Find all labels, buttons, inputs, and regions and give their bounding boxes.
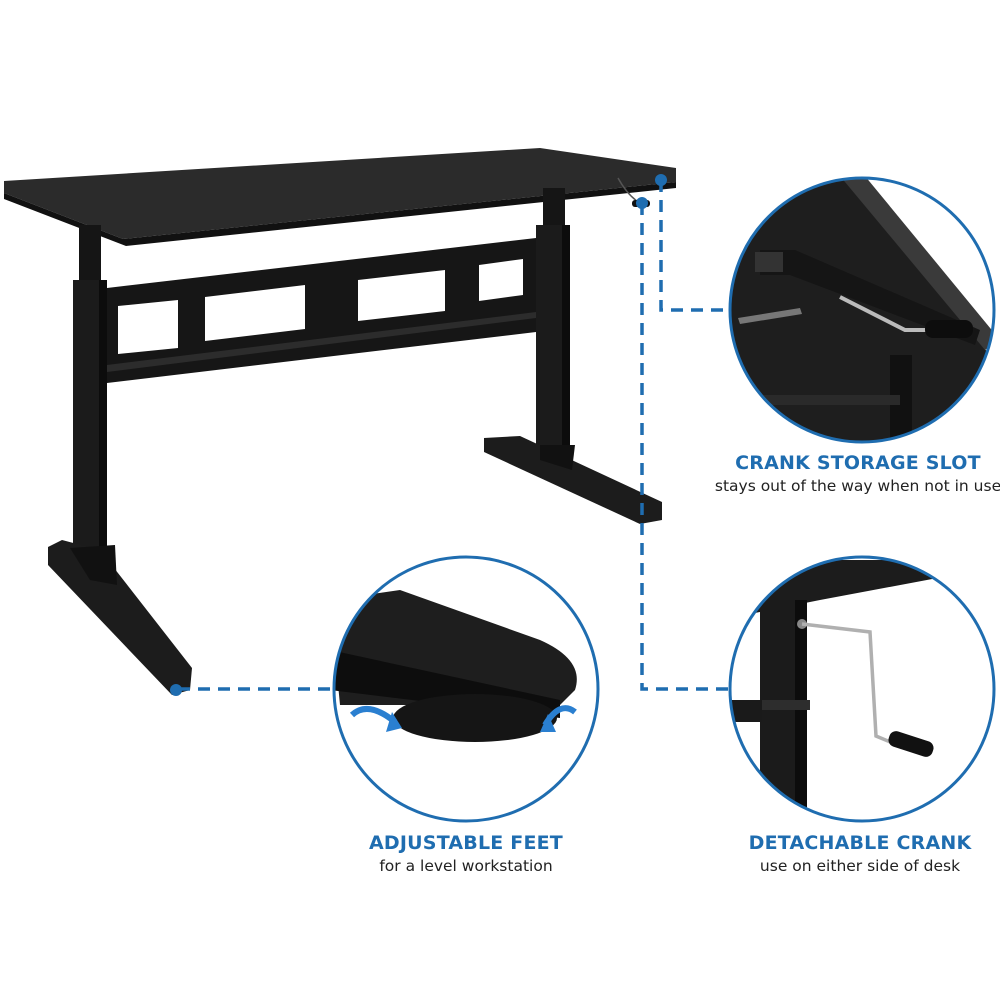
callout-subtitle: use on either side of desk [759,857,961,875]
leader-lines [178,180,730,691]
callout-adjustable-feet: ADJUSTABLE FEET for a level workstation [316,831,616,877]
callout-subtitle: stays out of the way when not in use [714,477,1000,495]
adjustable-feet-detail [332,555,600,823]
leader-dots [170,174,667,696]
callout-detachable-crank: DETACHABLE CRANK use on either side of d… [710,831,1000,877]
callout-title: CRANK STORAGE SLOT [735,452,981,474]
desk-image [4,148,676,695]
crank-storage-detail [728,176,996,444]
callout-subtitle: for a level workstation [379,857,553,875]
detachable-crank-detail [728,555,996,823]
callout-title: ADJUSTABLE FEET [369,832,563,854]
callout-crank-storage: CRANK STORAGE SLOT stays out of the way … [700,451,1000,497]
callout-title: DETACHABLE CRANK [748,832,972,854]
